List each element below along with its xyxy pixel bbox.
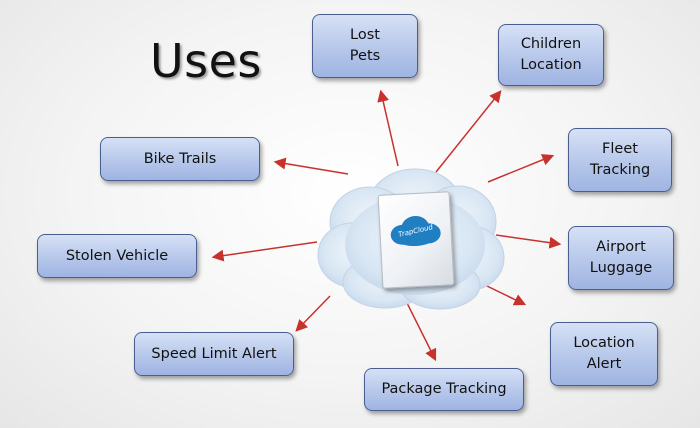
- use-box-children-location: Children Location: [498, 24, 604, 86]
- cloud-logo-icon: [390, 216, 441, 247]
- use-label-speed-limit-alert: Speed Limit Alert: [151, 345, 277, 362]
- use-box-fleet-tracking: Fleet Tracking: [568, 128, 672, 192]
- use-box-speed-limit-alert: Speed Limit Alert: [134, 332, 294, 376]
- tracking-device: TrapCloud: [377, 191, 455, 289]
- arrow-to-airport-luggage: [495, 234, 562, 249]
- use-box-airport-luggage: Airport Luggage: [568, 226, 674, 290]
- use-label-location-alert: Location Alert: [573, 335, 635, 372]
- use-label-lost-pets: Lost Pets: [349, 27, 381, 64]
- arrow-to-bike-trails: [273, 157, 349, 175]
- use-label-airport-luggage: Airport Luggage: [589, 239, 653, 276]
- use-label-children-location: Children Location: [520, 36, 582, 73]
- use-label-stolen-vehicle: Stolen Vehicle: [65, 247, 169, 264]
- arrow-to-speed-limit-alert: [295, 295, 331, 332]
- arrow-to-children-location: [435, 90, 502, 173]
- use-label-fleet-tracking: Fleet Tracking: [589, 141, 651, 178]
- use-box-location-alert: Location Alert: [550, 322, 658, 386]
- use-box-lost-pets: Lost Pets: [312, 14, 418, 78]
- page-title: Uses: [150, 34, 262, 88]
- use-box-stolen-vehicle: Stolen Vehicle: [37, 234, 197, 278]
- arrow-to-lost-pets: [377, 89, 399, 167]
- use-label-package-tracking: Package Tracking: [381, 381, 507, 397]
- arrow-to-fleet-tracking: [487, 154, 555, 183]
- use-box-bike-trails: Bike Trails: [100, 137, 260, 181]
- use-box-package-tracking: Package Tracking: [364, 368, 524, 411]
- use-label-bike-trails: Bike Trails: [143, 150, 217, 167]
- arrow-to-package-tracking: [406, 302, 437, 362]
- arrow-to-stolen-vehicle: [211, 241, 318, 262]
